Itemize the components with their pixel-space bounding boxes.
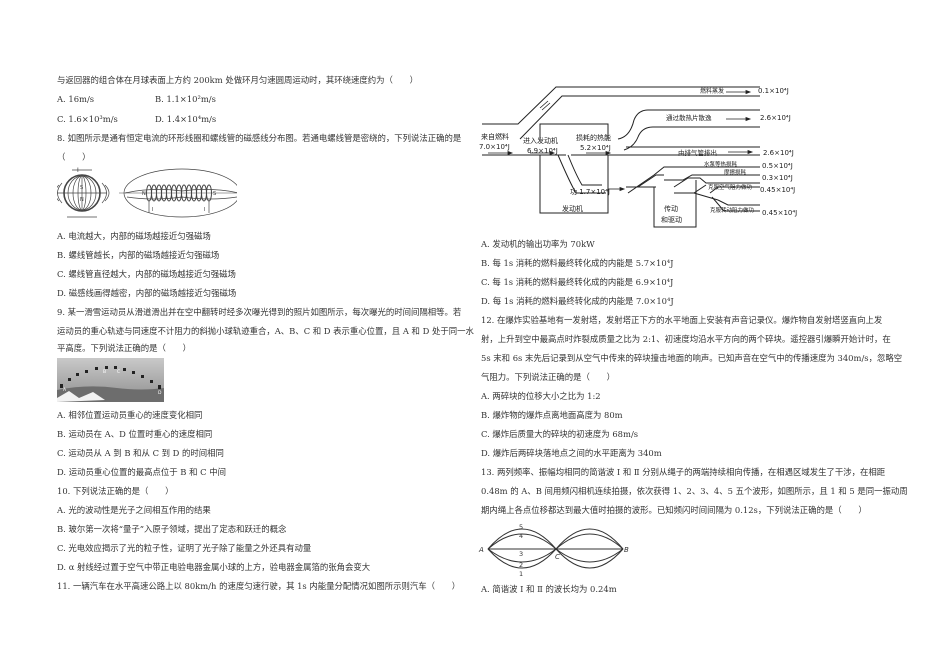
energy-flow-diagram: 来自燃料 7.0×10⁴J 进入发动机 6.9×10⁴J 损耗的热能 5.2×1… — [479, 86, 797, 228]
q7-option-c: C. 1.6×10³m/s — [57, 114, 118, 124]
standing-wave-figure: A B C 5 4 3 2 1 — [478, 523, 629, 578]
q12-stem-line3: 5s 末和 6s 末先后记录到从空气中传来的碎块撞击地面的响声。已知声音在空气中… — [481, 353, 903, 363]
q12-stem-line1: 12. 在爆炸实验基地有一发射塔，发射塔正下方的水平地面上安装有声音记录仪。爆炸… — [481, 315, 883, 325]
q10-option-a: A. 光的波动性是光子之间相互作用的结果 — [57, 505, 211, 515]
q7-option-d: D. 1.4×10⁴m/s — [155, 114, 217, 124]
q9-option-b: B. 运动员在 A、D 位置时重心的速度相同 — [57, 429, 213, 439]
q8-stem-line2: （ ） — [57, 152, 91, 162]
q13-stem-line2: 0.48m 的 A、B 间用频闪相机连续拍摄，依次获得 1、2、3、4、5 五个… — [481, 486, 908, 496]
q8-option-c: C. 螺线管直径越大，内部的磁场越接近匀强磁场 — [57, 269, 236, 279]
output-value-rolling-resistance: 0.45×10⁴J — [762, 209, 797, 217]
q12-stem-line4: 气阻力。下列说法正确的是（ ） — [481, 372, 615, 382]
output-label-air-resistance: 克服空气阻力做功 — [708, 183, 753, 191]
ski-jump-photo: A B C D — [57, 358, 164, 402]
svg-text:S: S — [213, 191, 216, 197]
q10-option-d: D. α 射线经过置于空气中带正电验电器金属小球的上方，验电器金属箔的张角会变大 — [57, 562, 371, 572]
svg-text:A: A — [63, 387, 67, 393]
q12-option-a: A. 两碎块的位移大小之比为 1:2 — [481, 391, 601, 401]
output-value-evaporation: 0.1×10⁴J — [758, 87, 789, 95]
work-label: 功 1.7×10⁴J — [570, 187, 610, 196]
svg-text:N: N — [142, 191, 146, 197]
q13-stem-line1: 13. 两列频率、振幅均相同的简谐波 Ⅰ 和 Ⅱ 分别从绳子的两端持续相向传播，… — [481, 467, 886, 477]
svg-text:1: 1 — [519, 570, 523, 578]
svg-text:I: I — [204, 207, 205, 213]
q7-option-a: A. 16m/s — [57, 94, 95, 104]
svg-text:2: 2 — [519, 561, 523, 569]
svg-text:N: N — [80, 197, 84, 203]
q9-option-d: D. 运动员重心位置的最高点位于 B 和 C 中间 — [57, 467, 226, 477]
current-label: I — [77, 167, 79, 174]
output-label-exhaust: 由排气管排出 — [678, 148, 717, 157]
q10-option-c: C. 光电效应揭示了光的粒子性，证明了光子除了能量之外还具有动量 — [57, 543, 312, 553]
q9-option-a: A. 相邻位置运动员重心的速度变化相同 — [57, 410, 203, 420]
output-value-friction: 0.3×10⁴J — [762, 174, 793, 182]
engine-box-label: 发动机 — [562, 204, 583, 213]
point-c-label: C — [555, 553, 560, 561]
svg-text:I: I — [152, 207, 153, 213]
transmission-box-line1: 传动 — [664, 204, 678, 213]
q11-option-c: C. 每 1s 消耗的燃料最终转化成的内能是 6.9×10⁴J — [481, 277, 674, 287]
from-fuel-label: 来自燃料 — [481, 132, 509, 141]
q12-option-b: B. 爆炸物的爆炸点离地面高度为 80m — [481, 410, 623, 420]
q8-option-a: A. 电流越大，内部的磁场越接近匀强磁场 — [57, 231, 211, 241]
q9-option-c: C. 运动员从 A 到 B 和从 C 到 D 的时间相同 — [57, 448, 224, 458]
q8-option-d: D. 磁感线画得越密，内部的磁场越接近匀强磁场 — [57, 288, 237, 298]
transmission-box-line2: 和驱动 — [661, 215, 682, 224]
svg-text:3: 3 — [519, 550, 523, 558]
q11-option-d: D. 每 1s 消耗的燃料最终转化成的内能是 7.0×10⁴J — [481, 296, 674, 306]
q9-stem-line2: 运动员的重心轨迹与同速度不计阻力的斜抛小球轨迹重合，A、B、C 和 D 表示重心… — [57, 326, 474, 336]
q10-stem: 10. 下列说法正确的是（ ） — [57, 486, 174, 496]
output-value-pump: 0.5×10⁴J — [762, 162, 793, 170]
heat-loss-value: 5.2×10⁴J — [580, 144, 611, 152]
output-label-evaporation: 燃料蒸发 — [700, 87, 724, 95]
svg-text:S: S — [80, 185, 83, 191]
svg-text:B: B — [103, 369, 106, 375]
svg-text:D: D — [158, 390, 162, 396]
q13-stem-line3: 期内绳上各点位移都达到最大值时拍摄的波形。已知频闪时间间隔为 0.12s，下列说… — [481, 505, 867, 515]
from-fuel-value: 7.0×10⁴J — [479, 143, 510, 151]
q12-option-d: D. 爆炸后两碎块落地点之间的水平距离为 340m — [481, 448, 662, 458]
q12-stem-line2: 射，上升到空中最高点时炸裂成质量之比为 2:1、初速度均沿水平方向的两个碎块。遥… — [481, 334, 891, 344]
into-engine-label: 进入发动机 — [523, 136, 558, 145]
svg-text:C: C — [117, 369, 120, 375]
q13-option-a: A. 简谐波 Ⅰ 和 Ⅱ 的波长均为 0.24m — [481, 584, 617, 594]
q12-option-c: C. 爆炸后质量大的碎块的初速度为 68m/s — [481, 429, 639, 439]
output-label-rolling-resistance: 克服转动阻力做功 — [710, 206, 755, 214]
magnetic-field-figure: I S N N S I I — [57, 167, 237, 218]
q11-stem: 11. 一辆汽车在水平高速公路上以 80km/h 的速度匀速行驶，其 1s 内能… — [57, 581, 461, 591]
into-engine-value: 6.9×10⁴J — [527, 147, 558, 155]
output-label-friction: 摩擦损耗 — [724, 168, 747, 176]
output-value-radiator: 2.6×10⁴J — [760, 114, 791, 122]
output-label-pump: 水泵等热损耗 — [704, 160, 738, 168]
point-a-label: A — [478, 546, 484, 554]
heat-loss-label: 损耗的热能 — [576, 133, 611, 142]
output-value-exhaust: 2.6×10⁴J — [763, 149, 794, 157]
q7-stem-tail: 与返回器的组合体在月球表面上方约 200km 处做环月匀速圆周运动时，其环绕速度… — [57, 75, 418, 85]
output-value-air-resistance: 0.45×10⁴J — [760, 186, 795, 194]
svg-text:4: 4 — [519, 532, 523, 540]
svg-text:5: 5 — [519, 523, 523, 531]
q10-option-b: B. 玻尔第一次将“量子”入原子领域，提出了定态和跃迁的概念 — [57, 524, 287, 534]
point-b-label: B — [624, 546, 629, 554]
q9-stem-line3: 平高度。下列说法正确的是（ ） — [57, 343, 191, 353]
q8-stem-line1: 8. 如图所示是通有恒定电流的环形线圈和螺线管的磁感线分布图。若通电螺线管是密绕… — [57, 133, 462, 143]
q7-option-b: B. 1.1×10²m/s — [155, 94, 216, 104]
q9-stem-line1: 9. 某一滑雪运动员从滑道滑出并在空中翻转时经多次曝光得到的照片如图所示，每次曝… — [57, 307, 462, 317]
q11-option-b: B. 每 1s 消耗的燃料最终转化成的内能是 5.7×10⁴J — [481, 258, 674, 268]
output-label-radiator: 通过散热片散逸 — [666, 113, 712, 122]
q11-option-a: A. 发动机的输出功率为 70kW — [481, 239, 595, 249]
q8-option-b: B. 螺线管越长，内部的磁场越接近匀强磁场 — [57, 250, 220, 260]
